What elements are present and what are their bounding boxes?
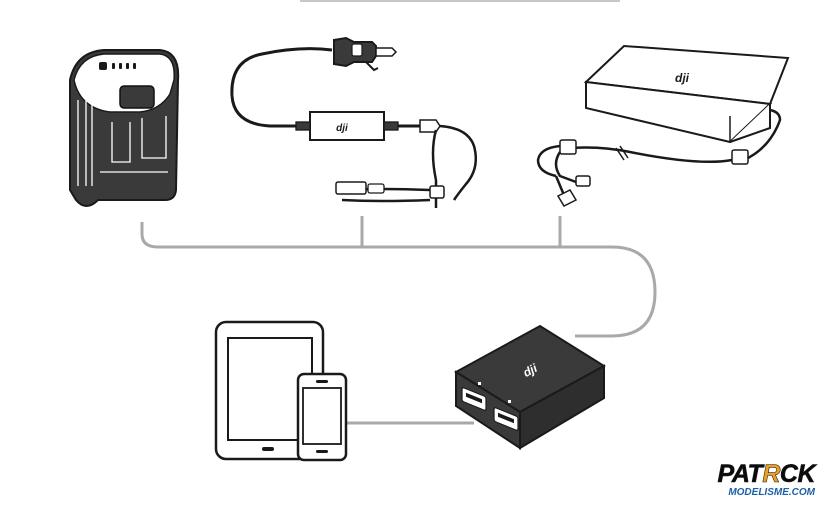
watermark-text-highlight: R — [762, 460, 781, 488]
charging-hub-icon: dji — [454, 324, 606, 450]
top-bus-line — [140, 222, 657, 338]
cropped-top-text-fragment — [300, 0, 620, 2]
mobile-devices-icon — [214, 320, 348, 462]
flight-battery-icon — [69, 49, 180, 207]
watermark-text-suffix: CK — [779, 460, 816, 488]
watermark-subtext: MODELISME.COM — [728, 487, 815, 498]
power-adapter-logo: dji — [675, 71, 690, 85]
watermark-logo: PATRCK MODELISME.COM — [717, 460, 816, 498]
car-charger-icon: dji — [230, 36, 477, 208]
watermark-text-prefix: PAT — [717, 460, 763, 488]
hub-logo: dji — [521, 361, 541, 380]
car-charger-logo: dji — [336, 123, 348, 134]
connection-lines — [140, 216, 657, 425]
power-adapter-icon: dji — [536, 44, 790, 207]
